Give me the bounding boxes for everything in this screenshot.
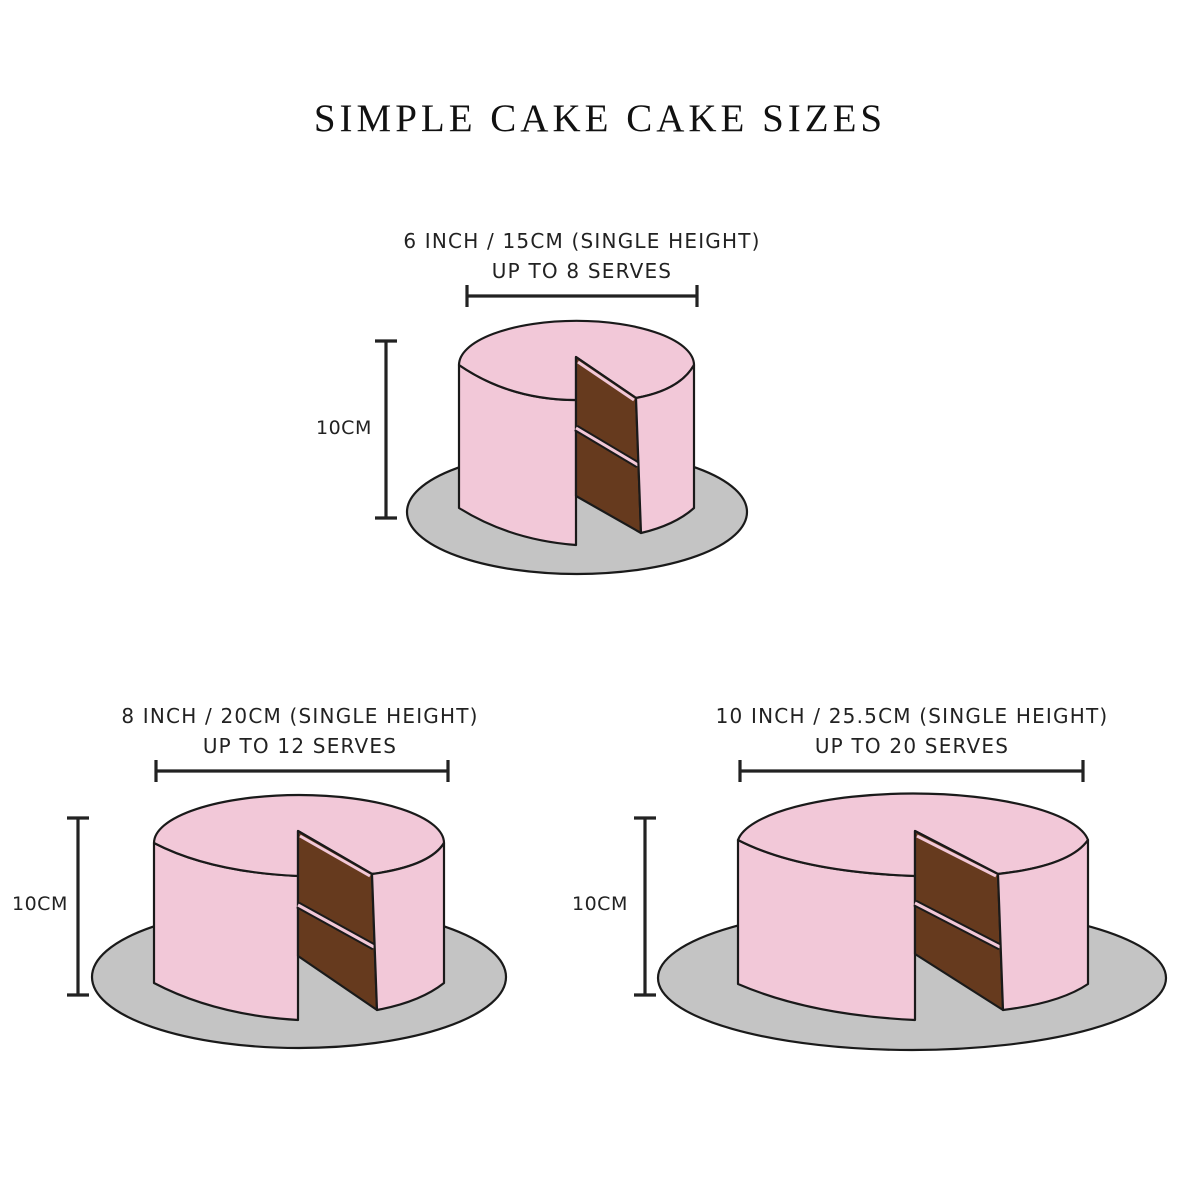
cake-8in-width-marker — [154, 760, 450, 782]
cake-6in-size: 6 INCH / 15CM (SINGLE HEIGHT) — [403, 229, 761, 253]
cake-8in-label: 8 INCH / 20CM (SINGLE HEIGHT) UP TO 12 S… — [0, 701, 600, 761]
cake-8in-size: 8 INCH / 20CM (SINGLE HEIGHT) — [121, 704, 479, 728]
cake-8in-serves: UP TO 12 SERVES — [202, 734, 398, 758]
cake-10in-height-label: 10CM — [572, 893, 628, 915]
cake-10in-size: 10 INCH / 25.5CM (SINGLE HEIGHT) — [715, 704, 1109, 728]
cake-10in-height-marker — [634, 816, 656, 997]
cake-6in-serves: UP TO 8 SERVES — [491, 259, 673, 283]
cake-10in-serves: UP TO 20 SERVES — [814, 734, 1010, 758]
cake-6in-height-label: 10CM — [316, 417, 372, 439]
cake-10in-icon — [634, 760, 1168, 1052]
cake-10in-label: 10 INCH / 25.5CM (SINGLE HEIGHT) UP TO 2… — [612, 701, 1200, 761]
cake-8in-height-marker — [67, 816, 89, 997]
cake-8in-icon — [67, 760, 508, 1050]
cake-6in-icon — [375, 285, 749, 576]
cake-6in-label: 6 INCH / 15CM (SINGLE HEIGHT) UP TO 8 SE… — [282, 226, 882, 286]
page-title: SIMPLE CAKE CAKE SIZES — [313, 97, 887, 140]
cake-6in-width-marker — [465, 285, 699, 307]
cake-6in-height-marker — [375, 339, 397, 520]
cake-8in-height-label: 10CM — [12, 893, 68, 915]
cake-10in-width-marker — [738, 760, 1085, 782]
